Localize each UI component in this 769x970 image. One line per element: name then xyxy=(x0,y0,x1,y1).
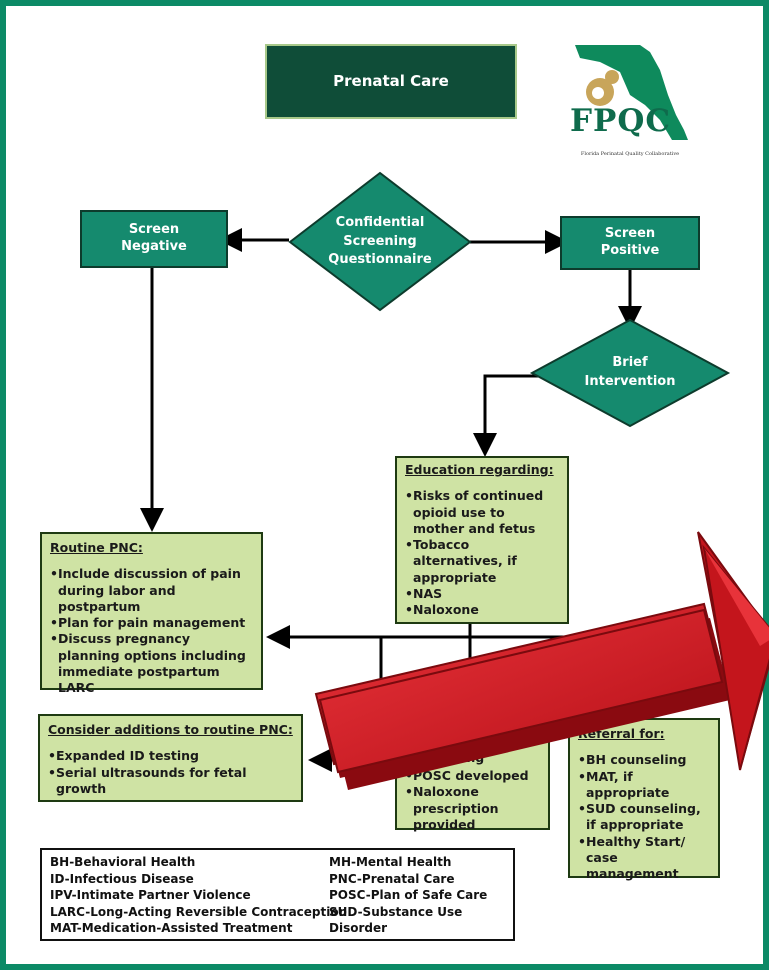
screening-label: Confidential Screening Questionnaire xyxy=(328,214,432,268)
referral-box: Referral for: BH counseling MAT, if appr… xyxy=(568,718,720,881)
screen-negative-node: Screen Negative xyxy=(80,210,228,268)
referral-heading: Referral for: xyxy=(578,726,665,741)
education-box: Education regarding: Risks of continued … xyxy=(395,456,569,624)
list-item: POSC developed xyxy=(405,768,540,785)
abbreviation-legend: BH-Behavioral Health ID-Infectious Disea… xyxy=(40,848,515,941)
screening-diamond xyxy=(288,171,472,312)
list-item: Naloxone xyxy=(405,602,559,619)
legend-item: POSC-Plan of Safe Care xyxy=(329,888,488,902)
routine-pnc-box: Routine PNC: Include discussion of pain … xyxy=(40,532,263,695)
brief-intervention-label: Brief Intervention xyxy=(584,355,676,389)
logo-wordmark: FPQC xyxy=(570,103,671,139)
legend-item: MH-Mental Health xyxy=(329,855,452,869)
list-item: Expanded ID testing xyxy=(48,748,293,765)
list-item: Discuss pregnancy planning options inclu… xyxy=(50,631,253,696)
list-item: Naloxone prescription provided xyxy=(405,784,540,833)
title-box xyxy=(265,44,517,119)
list-item: Risks of continued opioid use to mother … xyxy=(405,488,559,537)
list-item: SUD counseling, if appropriate xyxy=(578,801,710,834)
legend-item: IPV-Intimate Partner Violence xyxy=(50,888,251,902)
list-item: Serial ultrasounds for fetal growth xyxy=(48,765,293,798)
list-item: NAS xyxy=(405,586,559,603)
legend-item: PNC-Prenatal Care xyxy=(329,871,455,886)
legend-item: MAT-Medication-Assisted Treatment xyxy=(50,921,293,935)
florida-shape-icon xyxy=(575,45,688,140)
list-item: Plan for pain management xyxy=(50,615,253,632)
page-title: Prenatal Care xyxy=(333,71,449,90)
routine-pnc-heading: Routine PNC: xyxy=(50,540,143,555)
fpqc-logo xyxy=(575,45,688,140)
list-item: Include discussion of pain during labor … xyxy=(50,566,253,615)
brief-intervention-diamond xyxy=(529,318,731,428)
legend-item: BH-Behavioral Health xyxy=(50,855,196,869)
legend-item: LARC-Long-Acting Reversible Contraceptio… xyxy=(50,904,348,919)
additions-box: Consider additions to routine PNC: Expan… xyxy=(38,714,303,802)
screen-positive-node: Screen Positive xyxy=(560,216,700,270)
list-item: MAT, if appropriate xyxy=(578,769,710,802)
logo-subtitle: Florida Perinatal Quality Collaborative xyxy=(580,151,680,157)
center-box: nseling POSC developed Naloxone prescrip… xyxy=(395,730,550,833)
list-item: Healthy Start/ case management xyxy=(578,834,710,883)
education-heading: Education regarding: xyxy=(405,462,554,477)
center-fragment: nseling xyxy=(433,750,485,765)
additions-heading: Consider additions to routine PNC: xyxy=(48,722,293,737)
arrow-to-education xyxy=(473,374,545,457)
list-item: BH counseling xyxy=(578,752,710,769)
legend-item: SUD-Substance Use Disorder xyxy=(329,904,463,936)
list-item: Tobacco alternatives, if appropriate xyxy=(405,537,559,586)
legend-item: ID-Infectious Disease xyxy=(50,871,194,886)
